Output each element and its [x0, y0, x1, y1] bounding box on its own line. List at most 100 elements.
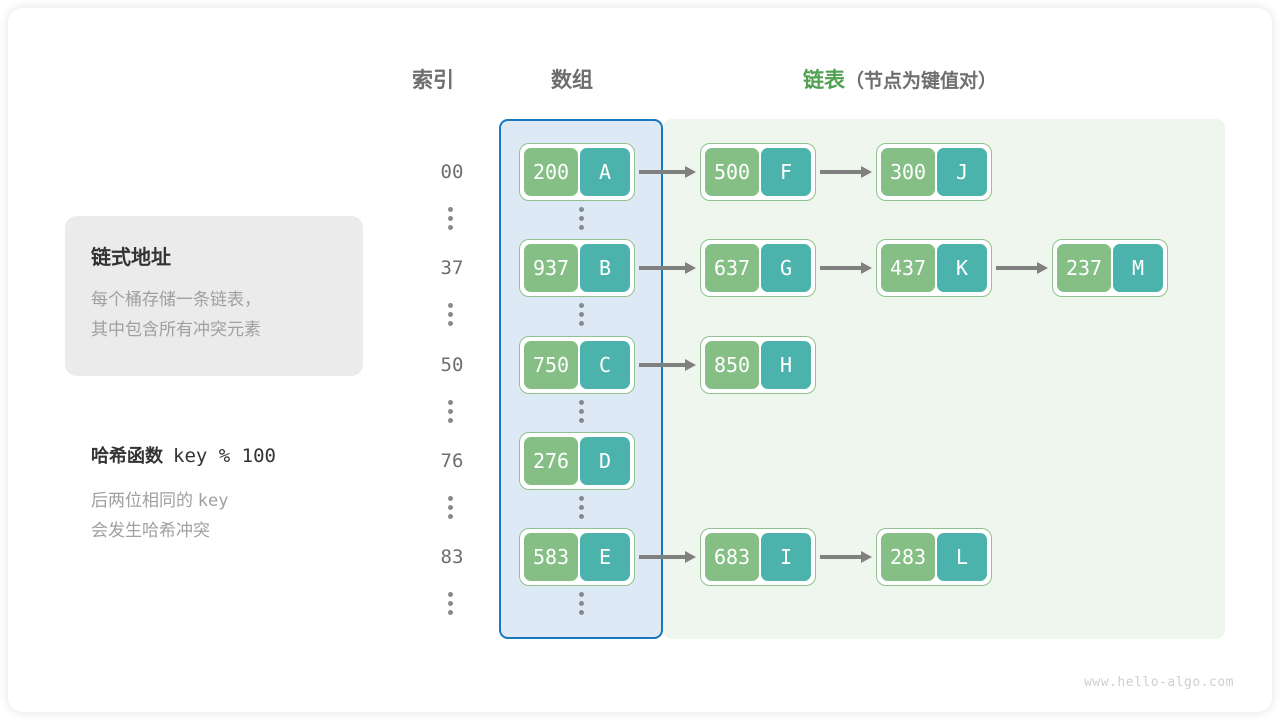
- arrow-shaft: [639, 170, 686, 174]
- ellipsis-dot: [447, 610, 453, 615]
- kv-node-value: D: [580, 437, 630, 485]
- ellipsis-dot: [447, 321, 453, 326]
- info-card-line-2: 其中包含所有冲突元素: [91, 320, 261, 339]
- arrow-head-icon: [1037, 262, 1048, 274]
- column-heading-linkedlist-main: 链表: [803, 69, 845, 92]
- arrow-shaft: [820, 555, 862, 559]
- bucket-index-label: 37: [440, 257, 464, 279]
- column-heading-linkedlist: 链表（节点为键值对）: [803, 64, 997, 94]
- linkedlist-arrow: [639, 551, 696, 563]
- ellipsis-dot: [578, 418, 584, 423]
- kv-node-value: M: [1113, 244, 1163, 292]
- bucket-index-label: 76: [440, 450, 464, 472]
- ellipsis-dot: [578, 400, 584, 405]
- arrow-head-icon: [685, 551, 696, 563]
- kv-node-key: 237: [1057, 244, 1111, 292]
- linkedlist-arrow: [820, 262, 872, 274]
- arrow-shaft: [820, 170, 862, 174]
- kv-node-value: J: [937, 148, 987, 196]
- array-column-ellipsis: [576, 303, 586, 326]
- array-column-ellipsis: [576, 400, 586, 423]
- kv-node-key: 300: [881, 148, 935, 196]
- hash-function-title: 哈希函数 key % 100: [91, 442, 276, 468]
- kv-node-key: 937: [524, 244, 578, 292]
- kv-node-key: 283: [881, 533, 935, 581]
- kv-node-key: 850: [705, 341, 759, 389]
- array-column-ellipsis: [576, 592, 586, 615]
- linkedlist-arrow: [820, 551, 872, 563]
- ellipsis-dot: [447, 514, 453, 519]
- index-column-ellipsis: [445, 400, 455, 423]
- hash-function-expression: key % 100: [173, 445, 276, 467]
- kv-node-value: A: [580, 148, 630, 196]
- bucket-index-label: 83: [440, 546, 464, 568]
- linkedlist-arrow: [639, 262, 696, 274]
- linkedlist-arrow: [639, 166, 696, 178]
- ellipsis-dot: [447, 601, 453, 606]
- hash-function-line-1-key: key: [197, 491, 229, 511]
- kv-node-key: 683: [705, 533, 759, 581]
- arrow-head-icon: [861, 551, 872, 563]
- ellipsis-dot: [447, 505, 453, 510]
- kv-node-key: 500: [705, 148, 759, 196]
- ellipsis-dot: [578, 216, 584, 221]
- index-column-ellipsis: [445, 207, 455, 230]
- kv-node-value: G: [761, 244, 811, 292]
- kv-node-value: I: [761, 533, 811, 581]
- ellipsis-dot: [447, 303, 453, 308]
- kv-node-value: L: [937, 533, 987, 581]
- column-heading-array: 数组: [551, 69, 593, 92]
- bucket-index-label: 50: [440, 354, 464, 376]
- hash-function-line-1: 后两位相同的 key: [91, 486, 228, 516]
- hash-function-line-2: 会发生哈希冲突: [91, 521, 210, 540]
- linkedlist-arrow: [639, 359, 696, 371]
- info-card-body: 每个桶存储一条链表， 其中包含所有冲突元素: [91, 285, 261, 345]
- bucket-index-label: 00: [440, 161, 464, 183]
- hash-function-label: 哈希函数: [91, 446, 163, 466]
- ellipsis-dot: [578, 601, 584, 606]
- ellipsis-dot: [447, 592, 453, 597]
- ellipsis-dot: [447, 400, 453, 405]
- kv-node-key: 200: [524, 148, 578, 196]
- arrow-head-icon: [861, 262, 872, 274]
- ellipsis-dot: [578, 505, 584, 510]
- kv-node-value: B: [580, 244, 630, 292]
- ellipsis-dot: [447, 216, 453, 221]
- ellipsis-dot: [447, 207, 453, 212]
- kv-node-key: 750: [524, 341, 578, 389]
- arrow-shaft: [639, 555, 686, 559]
- arrow-shaft: [639, 266, 686, 270]
- arrow-head-icon: [861, 166, 872, 178]
- ellipsis-dot: [578, 225, 584, 230]
- arrow-head-icon: [685, 166, 696, 178]
- info-card-line-1: 每个桶存储一条链表，: [91, 290, 261, 309]
- column-heading-linkedlist-sub: （节点为键值对）: [845, 71, 998, 92]
- ellipsis-dot: [578, 496, 584, 501]
- ellipsis-dot: [447, 418, 453, 423]
- index-column-ellipsis: [445, 303, 455, 326]
- ellipsis-dot: [447, 496, 453, 501]
- arrow-shaft: [996, 266, 1038, 270]
- column-heading-index: 索引: [412, 69, 454, 92]
- linkedlist-arrow: [996, 262, 1048, 274]
- arrow-shaft: [820, 266, 862, 270]
- hash-function-body: 后两位相同的 key 会发生哈希冲突: [91, 486, 228, 546]
- arrow-shaft: [639, 363, 686, 367]
- hash-function-line-1-text: 后两位相同的: [91, 491, 193, 510]
- ellipsis-dot: [578, 514, 584, 519]
- ellipsis-dot: [578, 409, 584, 414]
- kv-node-value: K: [937, 244, 987, 292]
- ellipsis-dot: [578, 303, 584, 308]
- array-column-ellipsis: [576, 207, 586, 230]
- ellipsis-dot: [447, 225, 453, 230]
- kv-node-value: C: [580, 341, 630, 389]
